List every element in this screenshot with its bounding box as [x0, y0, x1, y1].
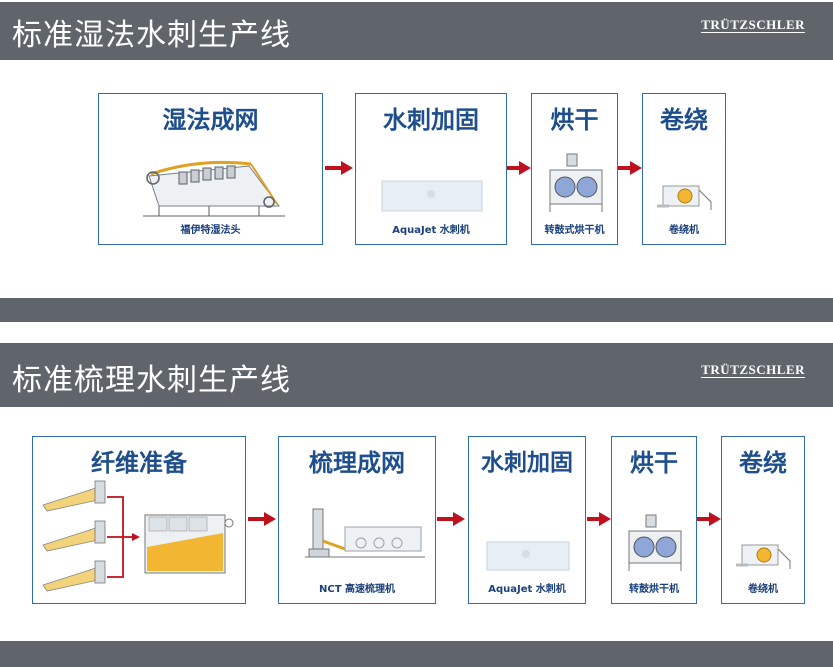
fiber-preparation-illustration — [42, 480, 234, 592]
step-drying: 烘干 转鼓烘干机 — [611, 436, 697, 604]
arrow-icon — [507, 161, 531, 175]
step-fiber-preparation: 纤维准备 — [32, 436, 246, 604]
step-title: 水刺加固 — [383, 106, 479, 134]
step-winding: 卷绕 卷绕机 — [721, 436, 805, 604]
step-winding: 卷绕 卷绕机 — [642, 93, 726, 245]
winder-illustration — [736, 544, 791, 569]
drum-dryer-illustration — [628, 514, 682, 571]
step-title: 卷绕 — [739, 449, 787, 477]
section2-title: 标准梳理水刺生产线 — [12, 363, 291, 398]
step-caption: 卷绕机 — [669, 225, 699, 236]
brand-logo: TRÜTZSCHLER — [701, 362, 805, 378]
arrow-icon — [248, 512, 276, 526]
step-caption: 福伊特湿法头 — [180, 225, 241, 236]
brand-logo: TRÜTZSCHLER — [701, 17, 805, 33]
step-wet-laying: 湿法成网 福伊特湿法头 — [98, 93, 323, 245]
aquajet-illustration — [486, 541, 570, 571]
aquajet-illustration — [381, 180, 483, 212]
step-title: 烘干 — [550, 106, 599, 134]
step-hydroentanglement: 水刺加固 AquaJet 水刺机 — [355, 93, 507, 245]
section1-header: 标准湿法水刺生产线 TRÜTZSCHLER — [0, 2, 833, 60]
nct-card-illustration — [305, 508, 425, 558]
step-caption: AquaJet 水刺机 — [392, 225, 470, 236]
step-carding: 梳理成网 NCT 高速梳理机 — [278, 436, 436, 604]
step-caption: 转鼓烘干机 — [629, 584, 679, 595]
step-title: 湿法成网 — [162, 106, 259, 134]
step-drying: 烘干 转鼓式烘干机 — [531, 93, 618, 245]
arrow-icon — [325, 161, 353, 175]
wet-former-illustration — [143, 160, 285, 217]
arrow-icon — [587, 512, 611, 526]
section1-title: 标准湿法水刺生产线 — [12, 18, 291, 53]
step-title: 梳理成网 — [309, 449, 405, 477]
section-divider — [0, 298, 833, 322]
arrow-icon — [618, 161, 642, 175]
step-title: 卷绕 — [660, 106, 708, 134]
step-title: 水刺加固 — [481, 450, 573, 476]
section-divider — [0, 641, 833, 667]
step-title: 烘干 — [630, 449, 678, 477]
step-caption: AquaJet 水刺机 — [488, 584, 566, 595]
step-caption: NCT 高速梳理机 — [318, 584, 395, 595]
drum-dryer-illustration — [549, 153, 603, 212]
step-title: 纤维准备 — [91, 449, 187, 477]
step-hydroentanglement: 水刺加固 AquaJet 水刺机 — [468, 436, 586, 604]
winder-illustration — [657, 185, 712, 210]
step-caption: 卷绕机 — [748, 584, 778, 595]
section2-header: 标准梳理水刺生产线 TRÜTZSCHLER — [0, 343, 833, 407]
arrow-icon — [697, 512, 721, 526]
step-caption: 转鼓式烘干机 — [544, 225, 605, 236]
arrow-icon — [437, 512, 465, 526]
